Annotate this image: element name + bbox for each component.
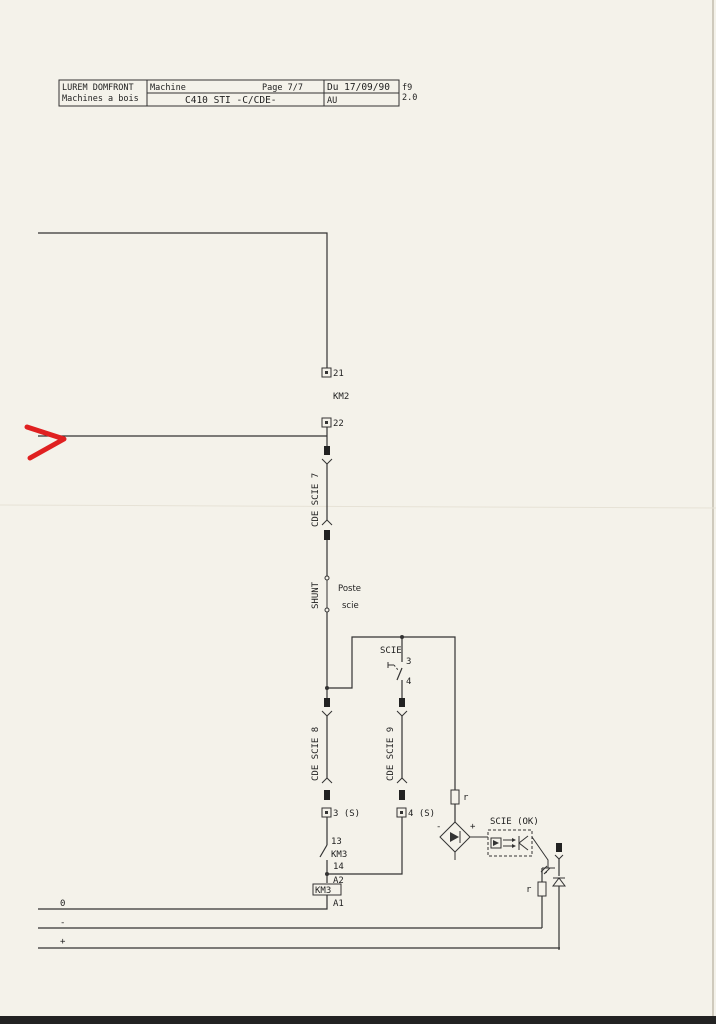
rail-0-label: 0	[60, 899, 65, 909]
svg-text:SCIE: SCIE	[380, 646, 402, 656]
version-field: 2.0	[402, 93, 417, 103]
machine-label: Machine	[150, 83, 186, 93]
svg-text:r: r	[526, 885, 532, 895]
output-connector	[552, 843, 566, 950]
svg-text:↗: ↗	[544, 869, 548, 876]
company-name: LUREM DOMFRONT	[62, 83, 134, 93]
rectifier-bridge: - +	[436, 821, 488, 860]
svg-text:+: +	[470, 822, 476, 832]
scie-switch[interactable]: SCIE 3 4	[380, 637, 411, 700]
date-field: Du 17/09/90	[327, 82, 390, 93]
scie-branch-wire	[327, 636, 456, 790]
svg-text:22: 22	[333, 419, 344, 429]
svg-text:r: r	[463, 793, 469, 803]
connector-cde-scie-7: CDE SCIE 7	[311, 446, 333, 540]
svg-text:4: 4	[406, 677, 411, 687]
supply-rails: 0 - +	[38, 899, 560, 949]
km3-contact: 13 KM3 14	[319, 817, 347, 883]
scie-ok-module: SCIE (OK)	[487, 817, 549, 868]
folio-field: f9	[402, 83, 412, 93]
machine-model: C410 STI -C/CDE-	[185, 95, 277, 106]
a1-label: A1	[333, 899, 344, 909]
svg-text:CDE SCIE 9: CDE SCIE 9	[386, 727, 396, 781]
company-subtitle: Machines a bois	[62, 94, 139, 104]
page-number: Page 7/7	[262, 83, 303, 93]
svg-text:KM3: KM3	[315, 886, 331, 896]
terminal-21: 21	[321, 367, 344, 379]
rail-minus-label: -	[60, 918, 65, 928]
a2-label: A2	[333, 876, 344, 886]
km2-label: KM2	[333, 392, 349, 402]
svg-text:SHUNT: SHUNT	[311, 581, 321, 609]
svg-text:CDE SCIE 7: CDE SCIE 7	[311, 473, 321, 527]
svg-text:KM3: KM3	[331, 850, 347, 860]
rail-plus-label: +	[60, 937, 66, 947]
svg-text:21: 21	[333, 369, 344, 379]
scie-label: scie	[342, 601, 359, 611]
red-arrow-annotation	[24, 424, 67, 461]
au-field: AU	[327, 96, 337, 106]
poste-label: Poste	[338, 584, 361, 594]
svg-text:13: 13	[331, 837, 342, 847]
svg-text:3: 3	[406, 657, 411, 667]
svg-text:SCIE (OK): SCIE (OK)	[490, 817, 539, 827]
svg-text:14: 14	[333, 862, 344, 872]
svg-text:CDE SCIE 8: CDE SCIE 8	[311, 727, 321, 781]
svg-text:-: -	[436, 822, 441, 832]
title-block: LUREM DOMFRONT Machines a bois Machine P…	[58, 79, 417, 107]
top-wire	[38, 232, 328, 368]
connector-cde-scie-8: CDE SCIE 8	[311, 698, 333, 800]
resistor-r2: r	[526, 868, 547, 928]
svg-text:4 (S): 4 (S)	[408, 809, 435, 819]
resistor-r1: r	[450, 789, 469, 822]
scan-bottom-edge	[0, 1016, 716, 1024]
connector-cde-scie-9: CDE SCIE 9	[386, 698, 408, 800]
svg-text:3 (S): 3 (S)	[333, 809, 360, 819]
